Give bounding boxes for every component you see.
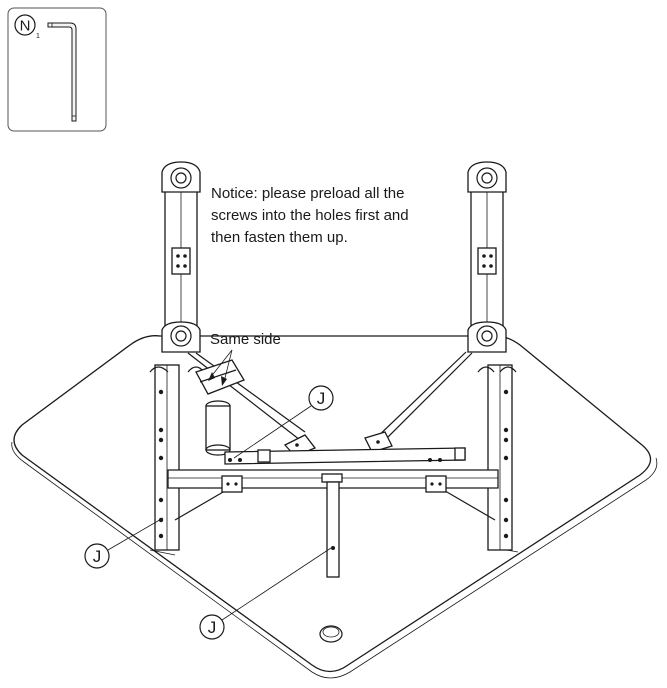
hex-key-icon — [47, 22, 77, 122]
tool-label-circle — [14, 14, 36, 36]
tool-box: N 1 — [7, 7, 107, 132]
callout-j-bottom-label: J — [208, 618, 217, 637]
callout-j-left-label: J — [93, 547, 102, 566]
tool-label: N — [20, 18, 31, 35]
callout-j-top: J — [233, 385, 334, 459]
notice-line-3: then fasten them up. — [211, 229, 348, 246]
left-leg — [149, 161, 205, 551]
same-side-label: Same side — [210, 331, 281, 348]
motor-assembly — [195, 359, 466, 465]
same-side-arrows — [208, 349, 233, 386]
right-leg — [467, 161, 517, 551]
frame-crossbar — [167, 351, 499, 578]
notice-line-2: screws into the holes first and — [211, 207, 409, 224]
grommet-hole — [319, 625, 343, 643]
callout-j-left: J — [84, 517, 164, 569]
callout-j-bottom: J — [199, 547, 332, 640]
notice-line-1: Notice: please preload all the — [211, 185, 404, 202]
right-screw-column — [503, 389, 509, 539]
tool-label-subscript: 1 — [36, 33, 40, 40]
callout-j-top-label: J — [317, 389, 326, 408]
